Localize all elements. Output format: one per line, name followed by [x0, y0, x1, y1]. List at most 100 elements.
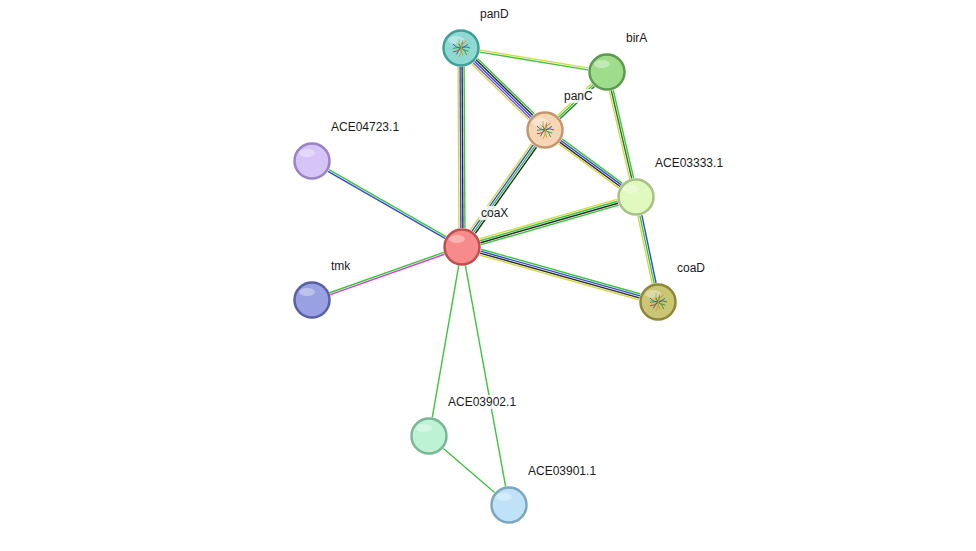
interaction-edge: [609, 90, 633, 179]
evidence-strand: [481, 251, 640, 296]
node-gloss: [532, 118, 548, 126]
protein-node: birA: [588, 53, 626, 91]
node-circle: [617, 178, 655, 216]
node-label: birA: [624, 31, 649, 45]
interaction-edge: [559, 139, 623, 188]
evidence-strand: [613, 90, 633, 178]
evidence-strand: [329, 170, 446, 237]
node-circle: [588, 53, 626, 91]
node-circle: [410, 417, 448, 455]
protein-node: ACE03333.1: [617, 178, 655, 216]
evidence-strand: [642, 215, 656, 283]
evidence-strand: [638, 216, 652, 284]
protein-node: panC: [526, 111, 564, 149]
node-disc: [295, 283, 330, 318]
evidence-strand: [330, 252, 444, 292]
evidence-strand: [480, 201, 617, 241]
evidence-strand: [477, 58, 534, 113]
evidence-strand: [459, 67, 461, 228]
structure-stroke: [545, 123, 551, 138]
node-gloss: [416, 424, 432, 432]
evidence-strand: [476, 60, 533, 115]
node-gloss: [645, 290, 661, 298]
structure-stroke: [658, 295, 664, 310]
interaction-edge: [638, 215, 656, 284]
node-gloss: [299, 288, 315, 296]
evidence-strand: [609, 91, 629, 179]
node-circle: [639, 283, 677, 321]
node-label: ACE03902.1: [446, 395, 518, 409]
protein-node: panD: [442, 29, 480, 67]
evidence-strand: [443, 448, 494, 492]
node-gloss: [449, 235, 465, 243]
evidence-strand: [480, 50, 589, 68]
protein-node: coaD: [639, 283, 677, 321]
evidence-strand: [560, 142, 620, 186]
node-circle: [442, 29, 480, 67]
interaction-edge: [479, 199, 618, 244]
evidence-strand: [472, 64, 529, 119]
interaction-edge: [458, 67, 465, 228]
node-label: ACE03901.1: [526, 464, 598, 478]
evidence-strand: [465, 266, 505, 487]
node-gloss: [299, 149, 315, 157]
evidence-strand: [561, 140, 621, 184]
evidence-strand: [328, 171, 445, 238]
node-circle: [293, 281, 331, 319]
node-disc: [412, 419, 447, 454]
node-gloss: [448, 36, 464, 44]
evidence-strand: [474, 146, 535, 232]
evidence-strand: [559, 144, 619, 188]
node-gloss: [496, 493, 512, 501]
node-disc: [492, 488, 527, 523]
node-circle: [443, 228, 481, 266]
interaction-edge: [330, 252, 445, 294]
structure-stroke: [461, 41, 467, 56]
node-label: coaX: [479, 206, 510, 220]
evidence-strand: [611, 91, 631, 179]
node-label: panD: [478, 7, 511, 21]
interaction-edge: [328, 170, 446, 239]
evidence-strand: [480, 253, 639, 298]
interaction-edge: [465, 266, 505, 487]
interaction-edge: [443, 448, 494, 492]
evidence-strand: [479, 199, 616, 239]
node-circle: [293, 142, 331, 180]
node-disc: [295, 144, 330, 179]
evidence-strand: [475, 61, 532, 116]
node-label: ACE03333.1: [653, 156, 725, 170]
node-disc: [445, 230, 480, 265]
node-label: tmk: [329, 259, 352, 273]
node-gloss: [594, 60, 610, 68]
evidence-strand: [472, 145, 533, 231]
node-label: coaD: [675, 261, 707, 275]
node-label: ACE04723.1: [329, 120, 401, 134]
protein-node: ACE03901.1: [490, 486, 528, 524]
evidence-strand: [461, 67, 463, 228]
evidence-strand: [475, 147, 536, 233]
interaction-edge: [479, 249, 640, 300]
evidence-strand: [560, 86, 594, 118]
evidence-strand: [480, 52, 589, 70]
node-disc: [619, 180, 654, 215]
evidence-strand: [463, 67, 465, 228]
protein-node: tmk: [293, 281, 331, 319]
interaction-edge: [558, 84, 595, 119]
node-disc: [590, 55, 625, 90]
node-disc: [641, 285, 676, 320]
evidence-strand: [562, 139, 622, 183]
interaction-edge: [472, 58, 534, 119]
evidence-strand: [640, 216, 654, 284]
evidence-strand: [481, 249, 640, 294]
protein-node: coaX: [443, 228, 481, 266]
node-disc: [528, 113, 563, 148]
protein-node: ACE03902.1: [410, 417, 448, 455]
node-label: panC: [562, 89, 595, 103]
evidence-strand: [479, 255, 638, 300]
node-gloss: [623, 185, 639, 193]
interaction-edge: [471, 144, 537, 233]
evidence-strand: [473, 63, 530, 118]
evidence-strand: [471, 144, 532, 230]
